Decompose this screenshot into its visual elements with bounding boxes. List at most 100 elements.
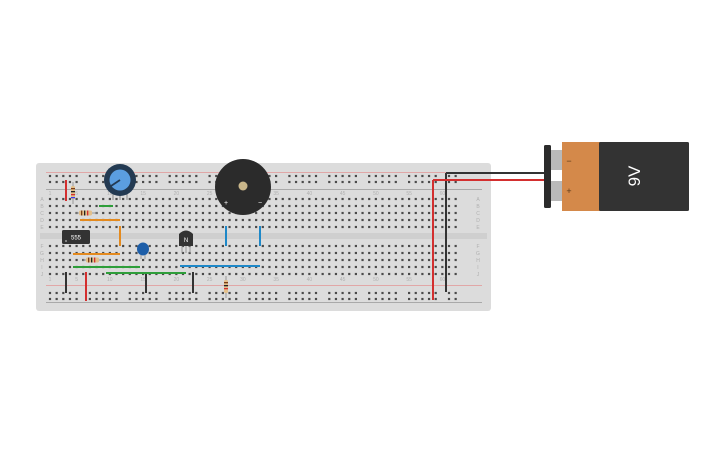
breadboard-hole[interactable] xyxy=(148,174,151,178)
breadboard-hole[interactable] xyxy=(161,197,165,201)
breadboard-hole[interactable] xyxy=(135,218,138,222)
breadboard-hole[interactable] xyxy=(75,297,78,301)
breadboard-hole[interactable] xyxy=(142,258,145,262)
breadboard-hole[interactable] xyxy=(208,297,211,301)
breadboard-hole[interactable] xyxy=(115,225,118,229)
breadboard-hole[interactable] xyxy=(108,244,111,248)
breadboard-hole[interactable] xyxy=(188,225,191,229)
breadboard-hole[interactable] xyxy=(408,265,411,269)
breadboard-hole[interactable] xyxy=(88,204,91,208)
breadboard-hole[interactable] xyxy=(62,211,65,215)
breadboard-hole[interactable] xyxy=(354,297,357,301)
breadboard-hole[interactable] xyxy=(321,218,324,222)
breadboard-hole[interactable] xyxy=(261,297,264,301)
breadboard-hole[interactable] xyxy=(148,180,151,184)
breadboard-hole[interactable] xyxy=(447,225,451,229)
breadboard-hole[interactable] xyxy=(95,174,98,178)
breadboard-hole[interactable] xyxy=(215,258,218,262)
breadboard-hole[interactable] xyxy=(388,211,391,215)
breadboard-hole[interactable] xyxy=(142,204,145,208)
breadboard-hole[interactable] xyxy=(255,244,258,248)
breadboard-hole[interactable] xyxy=(75,174,78,178)
breadboard-hole[interactable] xyxy=(268,265,271,269)
breadboard-hole[interactable] xyxy=(175,197,178,201)
breadboard-hole[interactable] xyxy=(341,291,344,295)
breadboard-hole[interactable] xyxy=(381,225,384,229)
breadboard-hole[interactable] xyxy=(281,258,284,262)
breadboard-hole[interactable] xyxy=(294,197,298,201)
breadboard-hole[interactable] xyxy=(128,297,131,301)
breadboard-hole[interactable] xyxy=(408,211,411,215)
breadboard-hole[interactable] xyxy=(421,258,424,262)
breadboard-hole[interactable] xyxy=(168,197,171,201)
breadboard-hole[interactable] xyxy=(175,204,178,208)
breadboard-hole[interactable] xyxy=(414,272,417,276)
breadboard-hole[interactable] xyxy=(248,244,251,248)
breadboard-hole[interactable] xyxy=(294,218,298,222)
breadboard-hole[interactable] xyxy=(388,265,391,269)
breadboard-hole[interactable] xyxy=(368,244,371,248)
breadboard-hole[interactable] xyxy=(95,291,98,295)
breadboard-hole[interactable] xyxy=(161,265,165,269)
breadboard-hole[interactable] xyxy=(82,204,85,208)
resistor-vertical-bottom[interactable] xyxy=(224,276,228,298)
breadboard-hole[interactable] xyxy=(308,272,311,276)
breadboard-hole[interactable] xyxy=(314,297,318,301)
breadboard-hole[interactable] xyxy=(195,225,198,229)
breadboard-hole[interactable] xyxy=(388,291,391,295)
breadboard-hole[interactable] xyxy=(341,272,344,276)
breadboard-hole[interactable] xyxy=(62,218,65,222)
breadboard-hole[interactable] xyxy=(168,174,171,178)
breadboard-hole[interactable] xyxy=(394,180,397,184)
breadboard-hole[interactable] xyxy=(255,211,258,215)
breadboard-hole[interactable] xyxy=(48,297,52,301)
breadboard-hole[interactable] xyxy=(108,197,111,201)
breadboard-hole[interactable] xyxy=(155,265,158,269)
breadboard-hole[interactable] xyxy=(68,174,72,178)
breadboard-hole[interactable] xyxy=(421,244,424,248)
breadboard-hole[interactable] xyxy=(135,197,138,201)
breadboard-hole[interactable] xyxy=(328,180,331,184)
breadboard-hole[interactable] xyxy=(354,180,357,184)
breadboard-hole[interactable] xyxy=(115,197,118,201)
breadboard-hole[interactable] xyxy=(241,244,244,248)
breadboard-hole[interactable] xyxy=(168,291,171,295)
breadboard-hole[interactable] xyxy=(122,244,125,248)
breadboard-hole[interactable] xyxy=(341,258,344,262)
breadboard-hole[interactable] xyxy=(434,297,437,301)
breadboard-hole[interactable] xyxy=(334,265,338,269)
breadboard-hole[interactable] xyxy=(175,258,178,262)
breadboard-hole[interactable] xyxy=(148,265,151,269)
breadboard-hole[interactable] xyxy=(175,218,178,222)
breadboard-hole[interactable] xyxy=(301,211,304,215)
breadboard-hole[interactable] xyxy=(427,251,431,255)
breadboard-hole[interactable] xyxy=(62,197,65,201)
breadboard-hole[interactable] xyxy=(208,204,211,208)
breadboard-hole[interactable] xyxy=(62,204,65,208)
breadboard-hole[interactable] xyxy=(88,174,91,178)
breadboard-hole[interactable] xyxy=(401,251,404,255)
breadboard-hole[interactable] xyxy=(75,204,78,208)
breadboard-hole[interactable] xyxy=(155,197,158,201)
breadboard-hole[interactable] xyxy=(148,225,151,229)
breadboard-hole[interactable] xyxy=(228,291,231,295)
breadboard-hole[interactable] xyxy=(122,211,125,215)
breadboard-hole[interactable] xyxy=(255,291,258,295)
breadboard-hole[interactable] xyxy=(95,204,98,208)
breadboard-hole[interactable] xyxy=(68,291,72,295)
breadboard-hole[interactable] xyxy=(181,251,185,255)
breadboard-hole[interactable] xyxy=(361,272,364,276)
breadboard-hole[interactable] xyxy=(434,291,437,295)
breadboard-hole[interactable] xyxy=(301,291,304,295)
breadboard-hole[interactable] xyxy=(414,211,417,215)
breadboard-hole[interactable] xyxy=(354,211,357,215)
breadboard-hole[interactable] xyxy=(447,258,451,262)
breadboard-hole[interactable] xyxy=(368,291,371,295)
breadboard-hole[interactable] xyxy=(175,225,178,229)
breadboard-hole[interactable] xyxy=(248,251,251,255)
breadboard-hole[interactable] xyxy=(441,258,444,262)
breadboard-hole[interactable] xyxy=(388,251,391,255)
breadboard-hole[interactable] xyxy=(195,211,198,215)
breadboard-hole[interactable] xyxy=(155,291,158,295)
breadboard-hole[interactable] xyxy=(275,218,278,222)
